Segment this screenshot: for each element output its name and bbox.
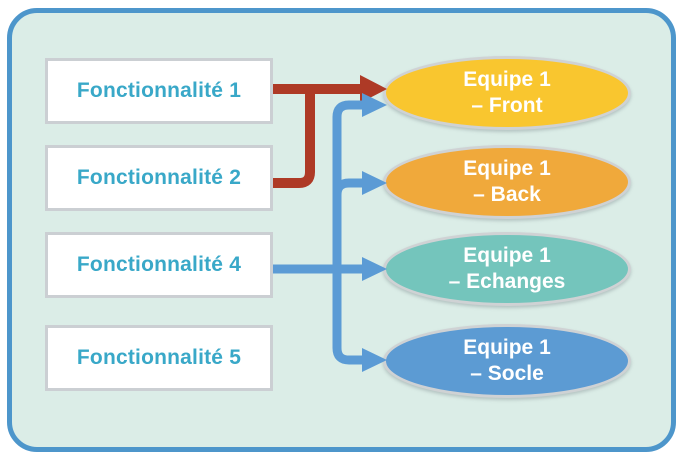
team-ellipse-front: Equipe 1 – Front xyxy=(383,56,631,130)
team-sublabel: – Back xyxy=(473,183,541,206)
team-ellipse-back: Equipe 1 – Back xyxy=(383,145,631,219)
team-sublabel: – Echanges xyxy=(448,270,566,293)
feature-box-fonctionnalite-5: Fonctionnalité 5 xyxy=(45,325,273,391)
feature-label: Fonctionnalité 2 xyxy=(76,166,242,189)
feature-label: Fonctionnalité 1 xyxy=(76,79,242,102)
team-sublabel: – Socle xyxy=(470,362,544,385)
feature-label: Fonctionnalité 4 xyxy=(76,253,242,276)
team-name: Equipe 1 xyxy=(463,68,551,92)
team-name: Equipe 1 xyxy=(463,336,551,360)
feature-box-fonctionnalite-1: Fonctionnalité 1 xyxy=(45,58,273,124)
team-name: Equipe 1 xyxy=(463,244,551,268)
feature-box-fonctionnalite-2: Fonctionnalité 2 xyxy=(45,145,273,211)
team-sublabel: – Front xyxy=(471,94,543,117)
feature-box-fonctionnalite-4: Fonctionnalité 4 xyxy=(45,232,273,298)
team-ellipse-socle: Equipe 1 – Socle xyxy=(383,324,631,398)
team-ellipse-echanges: Equipe 1 – Echanges xyxy=(383,232,631,306)
feature-label: Fonctionnalité 5 xyxy=(76,346,242,369)
team-name: Equipe 1 xyxy=(463,157,551,181)
